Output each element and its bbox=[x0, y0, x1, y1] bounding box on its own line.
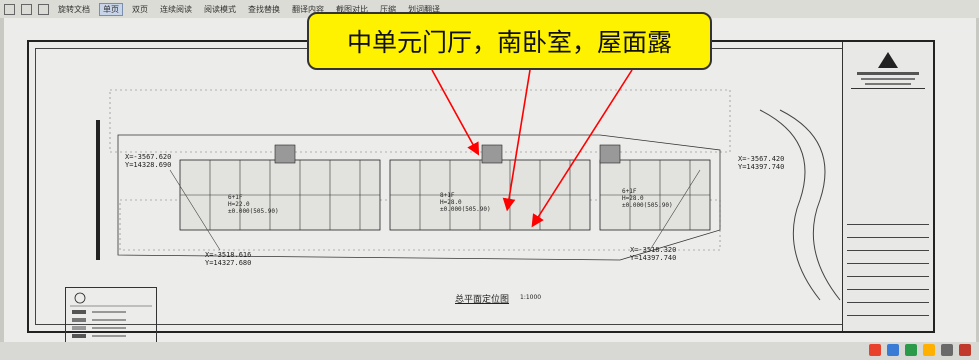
title-row bbox=[847, 303, 929, 316]
building-label-1: 6+1F H=22.0 ±0.000(505.90) bbox=[228, 194, 279, 215]
input-method-icon[interactable] bbox=[869, 344, 881, 356]
toolbar-compress[interactable]: 压缩 bbox=[380, 4, 396, 14]
company-logo bbox=[851, 48, 925, 89]
toolbar-rotate[interactable]: 旋转文档 bbox=[58, 4, 90, 14]
toolbar-find-replace[interactable]: 查找替换 bbox=[248, 4, 280, 14]
toolbar-compare[interactable]: 截图对比 bbox=[336, 4, 368, 14]
open-icon[interactable] bbox=[21, 3, 32, 15]
new-icon[interactable] bbox=[4, 3, 15, 15]
coordinate-label-sw: X=-3518.616 Y=14327.680 bbox=[205, 251, 252, 267]
coordinate-label-ne: X=-3567.420 Y=14397.740 bbox=[738, 155, 785, 171]
network-icon[interactable] bbox=[905, 344, 917, 356]
title-row bbox=[847, 225, 929, 238]
pdf-toolbar: 旋转文档 单页 双页 连续阅读 阅读模式 查找替换 翻译内容 截图对比 压缩 划… bbox=[0, 0, 979, 18]
building-label-2: 8+1F H=28.0 ±0.000(505.90) bbox=[440, 192, 491, 213]
toolbar-continuous[interactable]: 连续阅读 bbox=[160, 4, 192, 14]
title-row bbox=[847, 277, 929, 290]
display-icon[interactable] bbox=[941, 344, 953, 356]
system-tray bbox=[869, 344, 971, 356]
toolbar-word-translate[interactable]: 划词翻译 bbox=[408, 4, 440, 14]
taskbar bbox=[0, 342, 979, 360]
building-label-3: 6+1F H=28.0 ±0.000(505.90) bbox=[622, 188, 673, 209]
toolbar-single-page[interactable]: 单页 bbox=[99, 2, 123, 16]
record-icon[interactable] bbox=[959, 344, 971, 356]
coordinate-label-nw: X=-3567.620 Y=14328.690 bbox=[125, 153, 172, 169]
save-icon[interactable] bbox=[38, 3, 49, 15]
title-block-rows bbox=[847, 212, 929, 316]
title-row bbox=[847, 264, 929, 277]
language-icon[interactable] bbox=[887, 344, 899, 356]
title-block bbox=[842, 42, 933, 331]
title-row bbox=[847, 212, 929, 225]
toolbar-translate[interactable]: 翻译内容 bbox=[292, 4, 324, 14]
coordinate-label-se: X=-3518.320 Y=14397.740 bbox=[630, 246, 677, 262]
toolbar-reading-mode[interactable]: 阅读模式 bbox=[204, 4, 236, 14]
title-row bbox=[847, 290, 929, 303]
drawing-title: 总平面定位图 bbox=[455, 295, 510, 305]
app-icon[interactable] bbox=[923, 344, 935, 356]
title-row bbox=[847, 251, 929, 264]
title-row bbox=[847, 238, 929, 251]
annotation-callout: 中单元门厅，南卧室，屋面露 bbox=[307, 12, 712, 70]
toolbar-double-page[interactable]: 双页 bbox=[132, 4, 148, 14]
drawing-scale: 1:1000 bbox=[520, 294, 542, 301]
